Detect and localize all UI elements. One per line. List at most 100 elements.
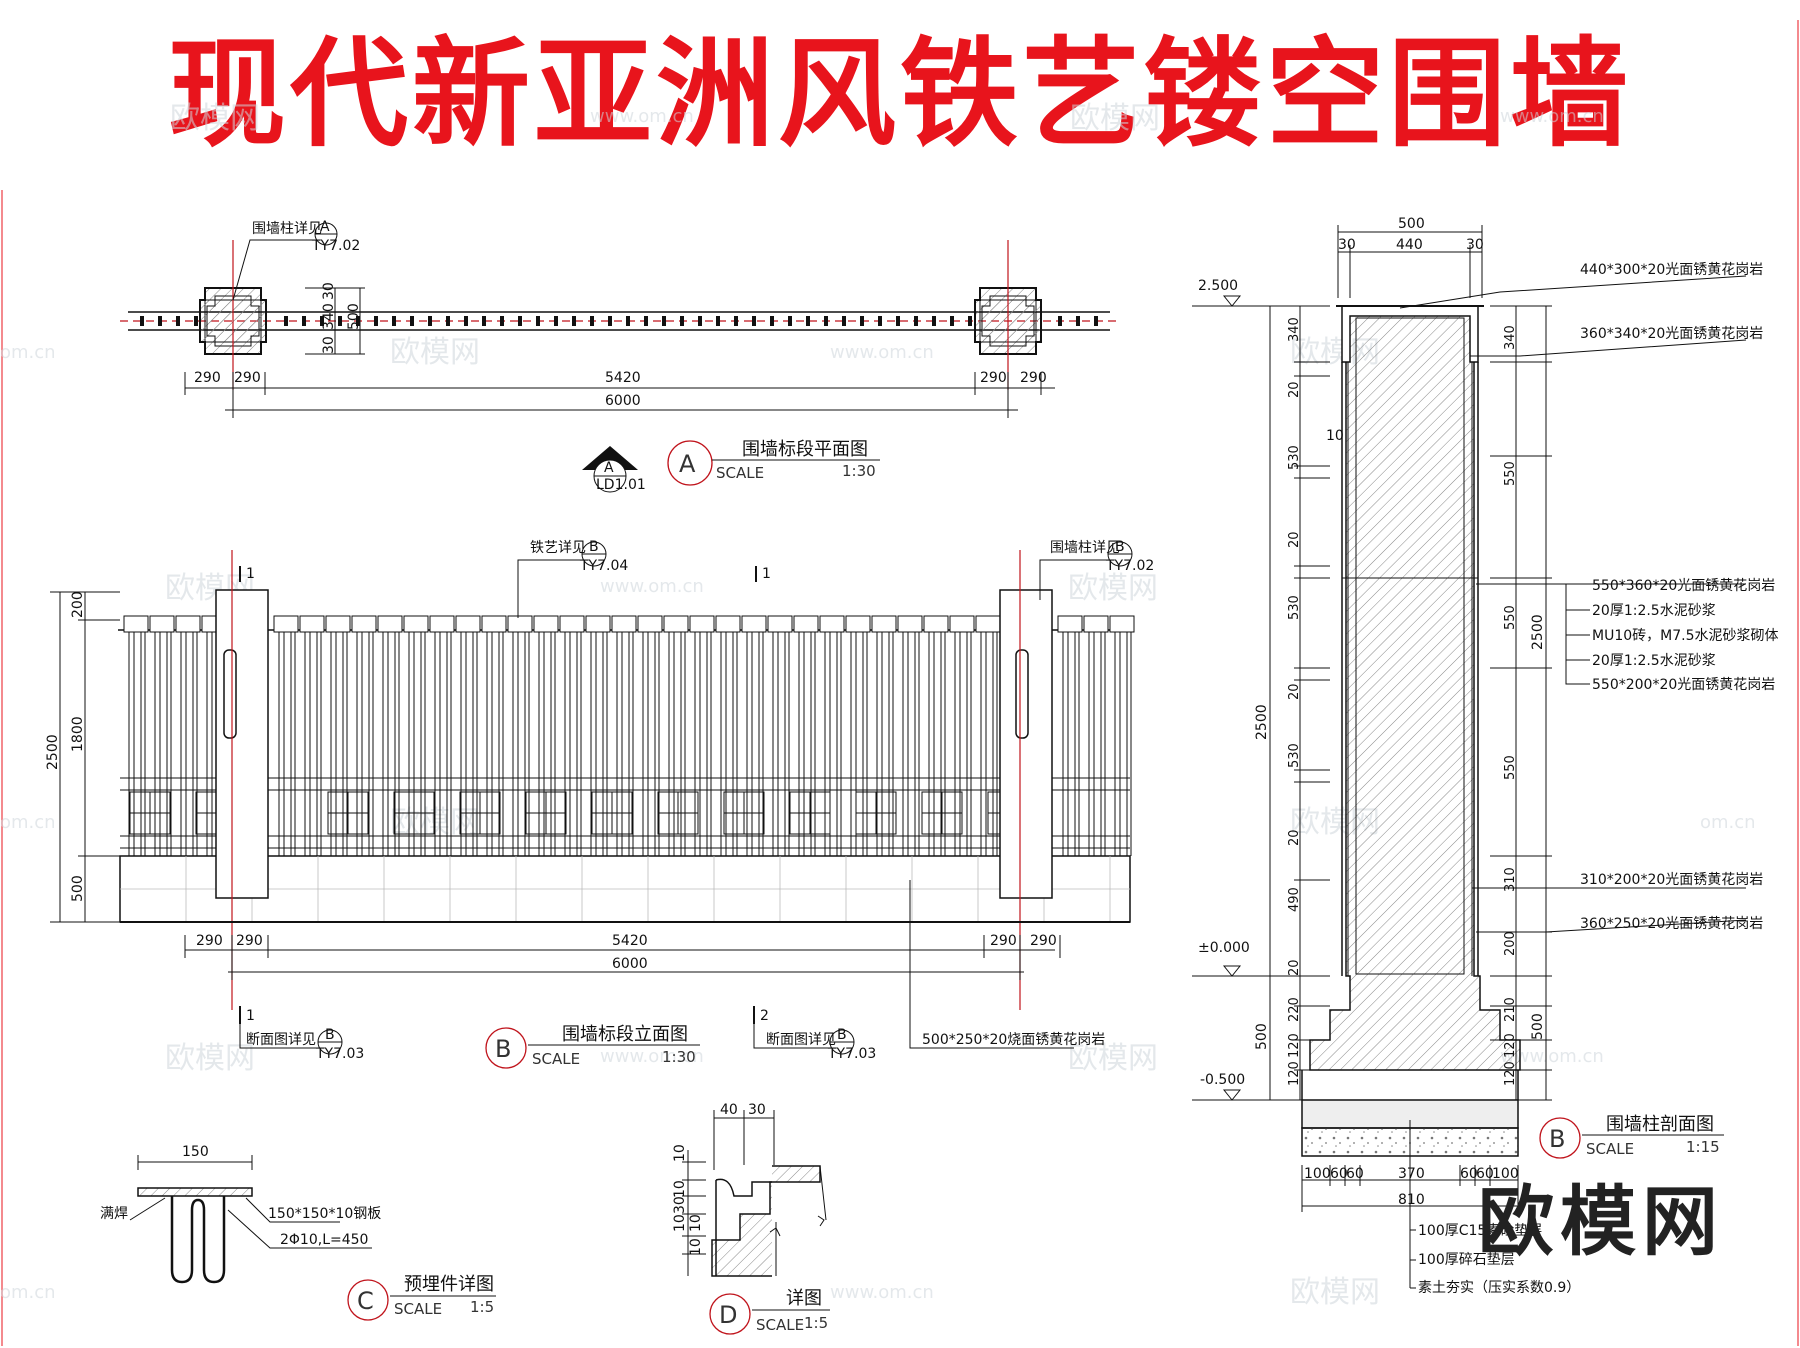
watermark: www.om.cn <box>1500 1046 1604 1067</box>
section-note: 断面图详见 <box>246 1032 316 1048</box>
embed-detail <box>129 1155 372 1284</box>
elev-callout-iron-marker: B <box>589 539 599 555</box>
elev-marker: B <box>495 1035 511 1063</box>
elev-dim: 290 <box>990 933 1017 949</box>
sec-right-dim: 550 <box>1503 755 1518 780</box>
sec-left-dim: 20 <box>1287 683 1302 700</box>
sec-right-dim: 120 <box>1503 1033 1518 1058</box>
watermark: www.om.cn <box>590 106 694 127</box>
section-note: 断面图详见 <box>766 1032 836 1048</box>
detail-dim: 10 <box>672 1144 688 1162</box>
sec-bottom-dim: 60 <box>1460 1166 1478 1182</box>
plan-dim: 290 <box>234 370 261 386</box>
sec-bottom-dim: 60 <box>1476 1166 1494 1182</box>
watermark: www.om.cn <box>1500 106 1604 127</box>
sec-right-dim: 120 <box>1503 1061 1518 1086</box>
elev-callout-post-ref: TY7.02 <box>1105 558 1154 574</box>
elev-callout-post: 围墙柱详见 <box>1050 540 1120 556</box>
sec-left-dim: 220 <box>1287 997 1302 1022</box>
sec-top-dim: 440 <box>1396 237 1423 253</box>
plan-dim: 290 <box>194 370 221 386</box>
watermark: 欧模网 <box>390 335 480 370</box>
sec-left-dim: 530 <box>1287 595 1302 620</box>
level: 2.500 <box>1198 278 1238 294</box>
sec-right-dim: 210 <box>1503 997 1518 1022</box>
watermark: 欧模网 <box>1070 101 1160 136</box>
plan-scale-label: SCALE <box>716 464 764 482</box>
sec-left-dim: 120 <box>1287 1033 1302 1058</box>
plan-dim: 290 <box>980 370 1007 386</box>
plan-side-dim: 30 <box>321 336 337 354</box>
sec-left-dim: 120 <box>1287 1061 1302 1086</box>
plan-side-dim: 500 <box>346 303 362 330</box>
sec-note: 360*340*20光面锈黄花岗岩 <box>1580 325 1763 342</box>
sec-note: MU10砖，M7.5水泥砂浆砌体 <box>1592 628 1778 644</box>
plan-dim-total: 6000 <box>605 393 641 409</box>
sec-top-dim: 500 <box>1398 216 1425 232</box>
section-mark: 1 <box>246 1008 255 1024</box>
sec-bottom-total: 810 <box>1398 1192 1425 1208</box>
detail-d-labels: 40 30 10 10 30 10 10 10 D 详图 SCALE 1:5 <box>672 1102 830 1335</box>
sec-dim-10: 10 <box>1326 428 1344 444</box>
watermark: om.cn <box>0 812 56 833</box>
sec-left-dim: 490 <box>1287 887 1302 912</box>
section-view <box>1192 225 1747 1289</box>
plan-callout-ref: TY7.02 <box>311 238 360 254</box>
sec-bottom-dim: 100 <box>1304 1166 1331 1182</box>
sec-left-base: 500 <box>1254 1023 1270 1050</box>
sec-left-total: 2500 <box>1254 704 1270 740</box>
detail-dim: 10 <box>672 1180 688 1198</box>
detail-d <box>682 1110 827 1277</box>
embed-weld: 满焊 <box>100 1206 128 1222</box>
watermark: www.om.cn <box>830 1282 934 1303</box>
sec-note: 550*360*20光面锈黄花岗岩 <box>1592 577 1775 594</box>
foundation-layer: 100厚C15素砼垫层 <box>1418 1223 1542 1239</box>
watermark: om.cn <box>1700 812 1756 833</box>
detail-scale-label: SCALE <box>756 1316 804 1334</box>
foundation-layer: 100厚碎石垫层 <box>1418 1252 1515 1268</box>
detail-scale-value: 1:5 <box>804 1314 828 1332</box>
sec-right-dim: 340 <box>1503 325 1518 350</box>
elev-left-total: 2500 <box>45 734 61 770</box>
elev-dim: 5420 <box>612 933 648 949</box>
elev-left-dim: 1800 <box>70 716 86 752</box>
sec-bottom-dim: 60 <box>1330 1166 1348 1182</box>
base-note: 500*250*20烧面锈黄花岗岩 <box>922 1031 1105 1048</box>
sec-bottom-dim: 370 <box>1398 1166 1425 1182</box>
sec-marker: B <box>1549 1125 1565 1153</box>
sec-right-dim: 550 <box>1503 605 1518 630</box>
level: -0.500 <box>1200 1072 1245 1088</box>
elev-callout-post-marker: B <box>1115 539 1125 555</box>
watermark: www.om.cn <box>600 576 704 597</box>
brand-logo: 欧模网 <box>1478 1177 1724 1266</box>
sec-title: 围墙柱剖面图 <box>1606 1114 1714 1135</box>
embed-bar: 2Φ10,L=450 <box>280 1232 368 1248</box>
sec-note: 20厚1:2.5水泥砂浆 <box>1592 603 1716 619</box>
sec-left-dim: 340 <box>1287 317 1302 342</box>
embed-marker: C <box>357 1287 374 1315</box>
elev-dim: 290 <box>196 933 223 949</box>
sec-scale-value: 1:15 <box>1686 1138 1720 1156</box>
sec-right-total: 2500 <box>1530 614 1546 650</box>
plan-scale-value: 1:30 <box>842 462 876 480</box>
watermark: 欧模网 <box>1068 571 1158 606</box>
plan-callout: 围墙柱详见 <box>252 221 322 237</box>
detail-dim: 10 <box>688 1238 704 1256</box>
elevation-view <box>50 541 1135 1055</box>
sec-left-dim: 20 <box>1287 381 1302 398</box>
section-note-ref: TY7.03 <box>827 1046 876 1062</box>
elev-callout-iron: 铁艺详见 <box>530 540 586 556</box>
elevation-labels: 铁艺详见 B TY7.04 围墙柱详见 B TY7.02 1 1 1 2 断面图… <box>45 539 1154 1069</box>
sec-left-dim: 20 <box>1287 959 1302 976</box>
plan-dim: 290 <box>1020 370 1047 386</box>
sec-left-dim: 530 <box>1287 743 1302 768</box>
detail-dim: 10 <box>672 1214 688 1232</box>
sec-left-dim: 20 <box>1287 829 1302 846</box>
detail-title: 详图 <box>786 1288 822 1309</box>
sec-right-dim: 550 <box>1503 461 1518 486</box>
watermark: 欧模网 <box>1068 1041 1158 1076</box>
plan-marker: A <box>679 450 696 478</box>
section-note-marker: B <box>837 1027 847 1043</box>
